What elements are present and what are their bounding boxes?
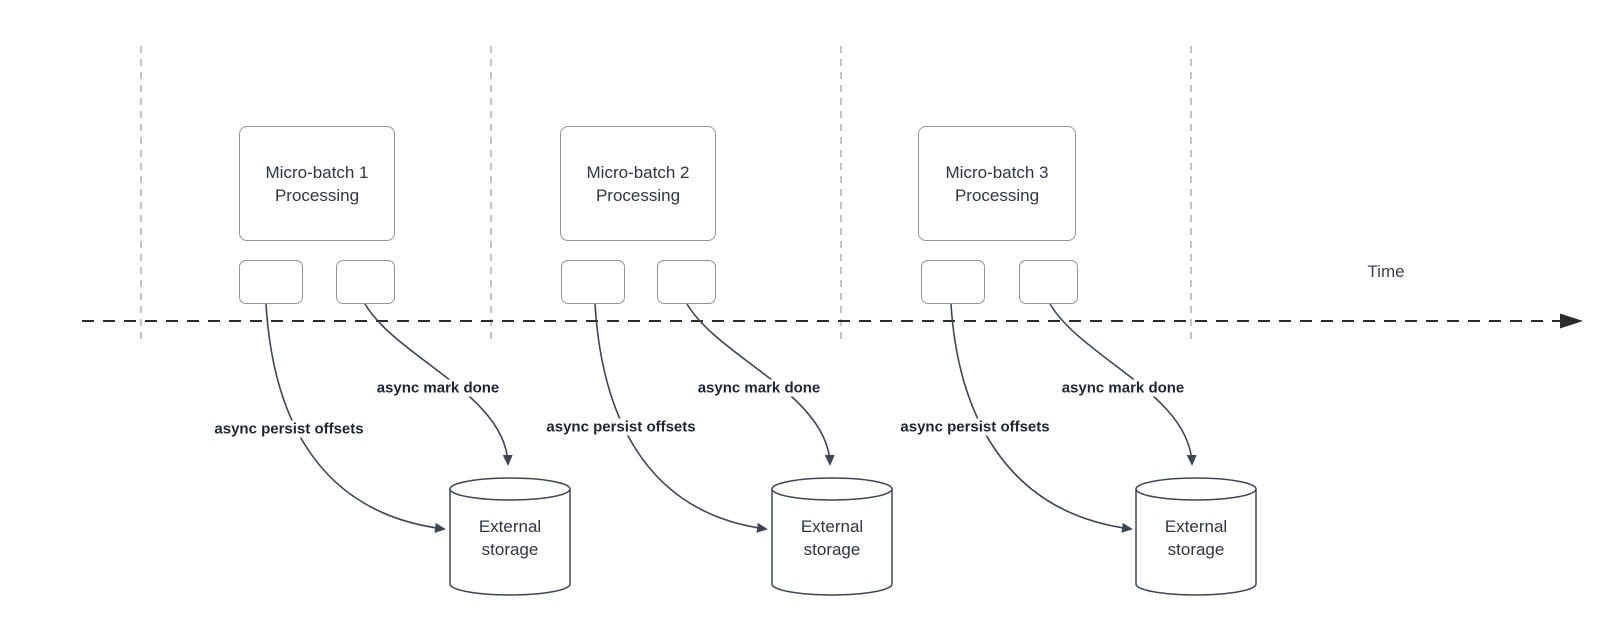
microbatch-3-box: Micro-batch 3 Processing — [918, 126, 1076, 241]
microbatch-1-title-line2: Processing — [274, 185, 360, 205]
microbatch-2-async-task-box-1 — [561, 260, 625, 304]
external-storage-label-1-line1: External — [478, 517, 542, 536]
mark-done-arrow-3 — [1049, 303, 1197, 466]
microbatch-1-async-task-box-2 — [336, 260, 395, 304]
external-storage-label-2-line2: storage — [803, 540, 861, 559]
microbatch-3-async-task-box-2 — [1019, 260, 1078, 304]
time-axis-label: Time — [1367, 262, 1405, 281]
microbatch-1-title-line1: Micro-batch 1 — [265, 162, 369, 182]
persist-offsets-label-1: async persist offsets — [211, 420, 367, 438]
external-storage-label-2: External storage — [801, 515, 863, 561]
external-storage-label-1-line2: storage — [481, 540, 539, 559]
microbatch-2-async-task-box-2 — [657, 260, 716, 304]
mark-done-label-2: async mark done — [694, 379, 824, 397]
external-storage-cylinder-2 — [771, 477, 893, 596]
microbatch-3-title-line2: Processing — [954, 185, 1040, 205]
microbatch-2-title-line1: Micro-batch 2 — [586, 162, 690, 182]
external-storage-label-3: External storage — [1165, 515, 1227, 561]
microbatch-2-title: Micro-batch 2 Processing — [587, 161, 690, 207]
timeline-arrowhead-icon — [1560, 313, 1583, 329]
mark-done-arrow-2 — [686, 303, 835, 466]
external-storage-label-1: External storage — [479, 515, 541, 561]
microbatch-3-title-line1: Micro-batch 3 — [945, 162, 1049, 182]
external-storage-label-3-line1: External — [1164, 517, 1228, 536]
microbatch-3-async-task-box-1 — [921, 260, 985, 304]
persist-offsets-label-2: async persist offsets — [543, 418, 699, 436]
external-storage-label-3-line2: storage — [1167, 540, 1225, 559]
microbatch-1-async-task-box-1 — [239, 260, 303, 304]
microbatch-1-box: Micro-batch 1 Processing — [239, 126, 395, 241]
persist-offsets-arrow-1 — [265, 303, 446, 533]
microbatch-2-box: Micro-batch 2 Processing — [560, 126, 716, 241]
persist-offsets-label-3: async persist offsets — [897, 418, 1053, 436]
microbatch-2-title-line2: Processing — [595, 185, 681, 205]
mark-done-arrow-1 — [364, 303, 513, 466]
mark-done-label-1: async mark done — [373, 379, 503, 397]
external-storage-cylinder-1 — [449, 477, 571, 596]
microbatch-1-title: Micro-batch 1 Processing — [266, 161, 369, 207]
persist-offsets-arrow-2 — [594, 303, 768, 533]
mark-done-label-3: async mark done — [1058, 379, 1188, 397]
persist-offsets-arrow-3 — [950, 303, 1133, 533]
microbatch-3-title: Micro-batch 3 Processing — [946, 161, 1049, 207]
external-storage-label-2-line1: External — [800, 517, 864, 536]
external-storage-cylinder-3 — [1135, 477, 1257, 596]
